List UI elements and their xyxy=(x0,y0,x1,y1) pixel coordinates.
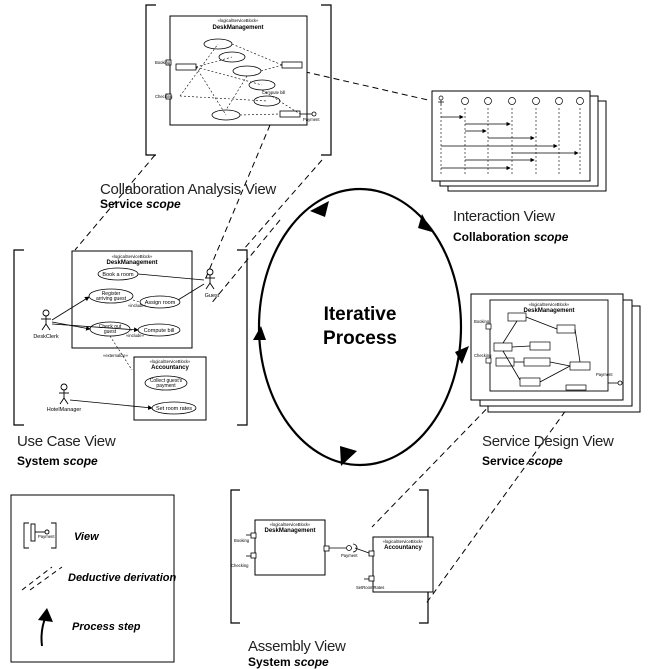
svg-text:Assign room: Assign room xyxy=(145,300,176,306)
service-design-view-scope: Service scope xyxy=(482,454,563,468)
use-case-view-scope: System scope xyxy=(17,454,98,468)
svg-text:Booking: Booking xyxy=(474,319,490,324)
collaboration-analysis-view-scope: Service scope xyxy=(100,197,181,211)
assembly-view: «logicalServiceBlock» DeskManagement «lo… xyxy=(230,489,434,669)
interaction-view-title: Interaction View xyxy=(453,208,555,225)
svg-text:Checking: Checking xyxy=(155,94,173,99)
svg-text:Collect guest's: Collect guest's xyxy=(150,378,183,384)
svg-text:Booking: Booking xyxy=(155,60,171,65)
svg-text:Payment: Payment xyxy=(596,372,613,377)
svg-text:Accountancy: Accountancy xyxy=(384,545,422,551)
assembly-view-title: Assembly View xyxy=(248,638,346,655)
process-step-arrow xyxy=(340,446,357,466)
svg-text:«externalize»: «externalize» xyxy=(103,353,129,358)
svg-text:Set room rates: Set room rates xyxy=(156,406,192,412)
legend-view-icon xyxy=(23,522,57,549)
svg-text:DeskClerk: DeskClerk xyxy=(33,334,59,340)
service-design-view: «logicalServiceBlock» DeskManagement xyxy=(470,293,641,468)
center-label-line1: Iterative xyxy=(324,304,397,325)
svg-text:«include»: «include» xyxy=(126,333,145,338)
svg-text:Guest: Guest xyxy=(205,293,220,299)
collaboration-analysis-view: «logicalServiceBlock» DeskManagement Boo… xyxy=(100,4,332,211)
svg-text:«logicalServiceBlock»: «logicalServiceBlock» xyxy=(529,302,570,307)
svg-text:«logicalServiceBlock»: «logicalServiceBlock» xyxy=(383,539,424,544)
svg-text:HotelManager: HotelManager xyxy=(47,407,82,413)
svg-text:SetRoomRates: SetRoomRates xyxy=(356,585,384,590)
svg-text:Accountancy: Accountancy xyxy=(151,365,189,371)
legend-process-step-icon xyxy=(38,608,53,647)
svg-text:DeskManagement: DeskManagement xyxy=(106,260,157,266)
interaction-view: Interaction View Collaboration scope xyxy=(431,90,607,244)
svg-text:Compute bill: Compute bill xyxy=(262,90,285,95)
svg-text:«logicalServiceBlock»: «logicalServiceBlock» xyxy=(150,359,191,364)
svg-text:Checking: Checking xyxy=(231,563,249,568)
svg-text:Booking: Booking xyxy=(234,538,250,543)
center-label-line2: Process xyxy=(323,328,397,349)
iterative-process-cycle: Iterative Process xyxy=(253,187,469,467)
svg-text:«include»: «include» xyxy=(128,303,147,308)
collaboration-analysis-view-title: Collaboration Analysis View xyxy=(100,181,276,198)
svg-text:Register: Register xyxy=(102,291,121,297)
svg-text:«logicalServiceBlock»: «logicalServiceBlock» xyxy=(112,254,153,259)
svg-text:Compute bill: Compute bill xyxy=(144,328,175,334)
interaction-view-scope: Collaboration scope xyxy=(453,230,569,244)
process-step-arrow xyxy=(253,326,266,340)
legend-process-step-label: Process step xyxy=(72,621,141,633)
svg-text:Checking: Checking xyxy=(474,353,492,358)
svg-text:payment: payment xyxy=(156,383,176,389)
legend-derivation-label: Deductive derivation xyxy=(68,572,176,584)
use-case-view: «logicalServiceBlock» DeskManagement Boo… xyxy=(13,249,248,468)
svg-text:Payment: Payment xyxy=(38,534,55,539)
svg-text:DeskManagement: DeskManagement xyxy=(212,25,263,31)
service-design-view-title: Service Design View xyxy=(482,433,614,450)
legend: Payment View Deductive derivation Proces… xyxy=(10,494,176,663)
svg-text:arriving guest: arriving guest xyxy=(96,296,127,302)
process-step-arrow xyxy=(455,346,469,364)
use-case-view-title: Use Case View xyxy=(17,433,116,450)
svg-text:DeskManagement: DeskManagement xyxy=(264,528,315,534)
svg-text:Book a room: Book a room xyxy=(102,272,134,278)
svg-text:Check out: Check out xyxy=(99,324,122,330)
svg-text:Payment: Payment xyxy=(303,117,320,122)
svg-text:guest: guest xyxy=(104,329,117,335)
svg-text:Payment: Payment xyxy=(341,553,358,558)
svg-text:«logicalServiceBlock»: «logicalServiceBlock» xyxy=(218,18,259,23)
legend-view-label: View xyxy=(74,531,100,543)
process-step-arrow xyxy=(418,214,432,232)
process-step-arrow xyxy=(310,201,329,217)
assembly-view-scope: System scope xyxy=(248,655,329,669)
svg-text:DeskManagement: DeskManagement xyxy=(523,308,574,314)
legend-derivation-icon xyxy=(21,566,63,591)
derivation-lines xyxy=(74,64,578,606)
actor-icon xyxy=(41,268,215,405)
svg-text:«logicalServiceBlock»: «logicalServiceBlock» xyxy=(270,522,311,527)
